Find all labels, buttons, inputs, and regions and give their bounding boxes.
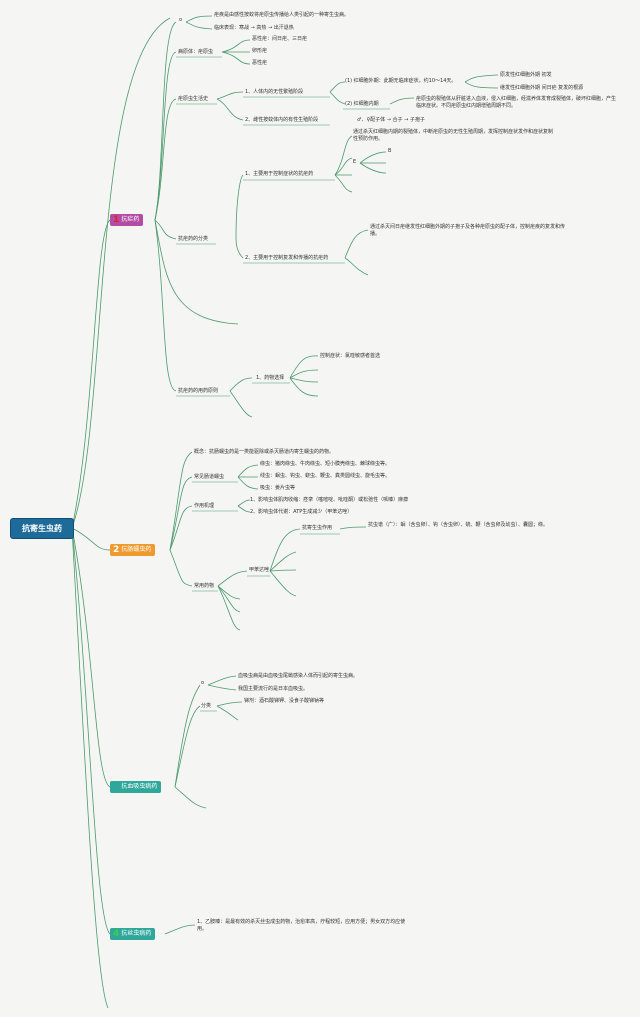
branch-o-schisto[interactable]: o: [201, 680, 205, 686]
worm-item: 吸虫：姜片虫等: [260, 485, 296, 491]
drug-action-label[interactable]: 抗寄生虫作用: [302, 525, 333, 531]
parasite-item: 恶性疟：间日疟、三日疟: [252, 36, 308, 42]
class-symptom[interactable]: 1、主要用于控制症状的抗疟药: [245, 171, 314, 177]
branch-common-worms[interactable]: 常见肠道蠕虫: [194, 474, 225, 480]
exo-child: 原发性红细胞外期 初发: [500, 72, 552, 78]
drug-mebendazole[interactable]: 甲苯达唑: [249, 567, 270, 573]
branch-classes[interactable]: 抗疟药的分类: [178, 236, 209, 242]
worm-item: 绦虫：猪肉绦虫、牛肉绦虫、短小膜壳绦虫、棘球绦虫等。: [260, 461, 391, 467]
schisto-china: 我国主要流行的是日本血吸虫。: [238, 686, 309, 692]
lifecycle-mosquito[interactable]: 2、雌性按蚊体内的有性生殖阶段: [245, 117, 319, 123]
leaf-b: B: [388, 148, 392, 154]
root-node[interactable]: 抗寄生虫药: [10, 518, 74, 539]
node-label: 抗疟药: [121, 216, 140, 223]
schisto-definition: 血吸虫病是由血吸虫尾蚴感染人体而引起的寄生虫病。: [238, 673, 359, 679]
malaria-definition: 疟疾是由感性按蚊将疟原虫传播给人类引起的一种寄生虫病。: [214, 12, 350, 18]
branch-principles[interactable]: 抗疟药的用药原则: [178, 388, 219, 394]
node-number: 1: [113, 215, 120, 225]
node-number: 3: [113, 782, 120, 792]
branch-drugs[interactable]: 常用药物: [194, 583, 215, 589]
erythrocytic-stage: (2) 红细胞内期: [345, 101, 379, 107]
branch-lifecycle[interactable]: 疟原虫生活史: [178, 96, 209, 102]
drug-action-desc: 抗虫谱（广）：蛔（含虫卵）、钩（含虫卵）、蛲、鞭（含虫卵及幼虫）、囊圆；绦。: [368, 522, 549, 528]
control-symptom: 控制症状：氯喹敏感者首选: [320, 353, 381, 359]
schisto-class-item: 锑剂：酒石酸锑钾、没食子酸锑钠等: [244, 698, 325, 704]
class-symptom-desc: 通过杀灭红细胞内期的裂殖体，中断疟原虫的无性生殖周期，发挥控制症状发作和症状复制…: [353, 129, 554, 142]
erythrocytic-desc: 疟原虫的裂殖体从肝脏进入血液，侵入红细胞，经滋养体发育成裂殖体，破坏红细胞，产生…: [416, 96, 617, 109]
node-label: 抗肠蠕虫药: [121, 546, 152, 553]
leaf-e: E: [353, 159, 357, 165]
antifilarial-desc: 1、乙胺嗪：是最有效的杀灭丝虫成虫药物，治愈率高，疗程较短，应用方便；男女双方均…: [197, 919, 406, 932]
mosquito-chain: ♂、♀配子体 → 合子 → 子孢子: [357, 117, 425, 123]
branch-schisto-class[interactable]: 分类: [201, 703, 212, 709]
exo-erythrocytic: (1) 红细胞外期：此期无临床症状，约10～14天。: [345, 78, 457, 84]
node-number: 2: [113, 545, 120, 555]
node-label: 抗血吸虫病药: [121, 783, 158, 790]
worm-item: 线虫：蛔虫、钩虫、蛲虫、鞭虫、粪类圆线虫、旋毛虫等。: [260, 473, 391, 479]
exo-child: 继发性红细胞外期 间日疟 复发的根源: [500, 85, 584, 91]
lifecycle-human[interactable]: 1、人体内的无性繁殖阶段: [245, 89, 304, 95]
parasite-item: 恶性疟: [252, 60, 268, 66]
drug-selection[interactable]: 1、药物选择: [256, 375, 285, 381]
class-relapse[interactable]: 2、主要用于控制复发和传播的抗疟药: [245, 255, 329, 261]
node-number: 4: [113, 929, 120, 939]
mechanism-item: 2、影响虫体代谢：ATP生成减少（甲苯达唑）: [250, 509, 353, 515]
node-label: 抗丝虫病药: [121, 930, 152, 937]
branch-parasite[interactable]: 病原体：疟原虫: [178, 49, 214, 55]
malaria-symptoms: 临床表现：寒战 → 高热 → 出汗退热: [214, 25, 294, 31]
class-relapse-desc: 通过杀灭间日疟继发性红细胞外期的子孢子及各种疟原虫的配子体，控制疟疾的复发和传播…: [370, 224, 566, 237]
parasite-item: 卵形疟: [252, 48, 268, 54]
anthelmintic-concept: 概念：抗肠蠕虫药是一类能驱除或杀灭肠道内寄生蠕虫的药物。: [194, 449, 335, 455]
branch-mechanism[interactable]: 作用机理: [194, 503, 215, 509]
mechanism-item: 1、影响虫体肌肉收缩：痉挛（噻嘧啶、吡喹酮）或松弛性（哌嗪）麻痹: [250, 497, 409, 503]
branch-o[interactable]: o: [179, 17, 183, 23]
